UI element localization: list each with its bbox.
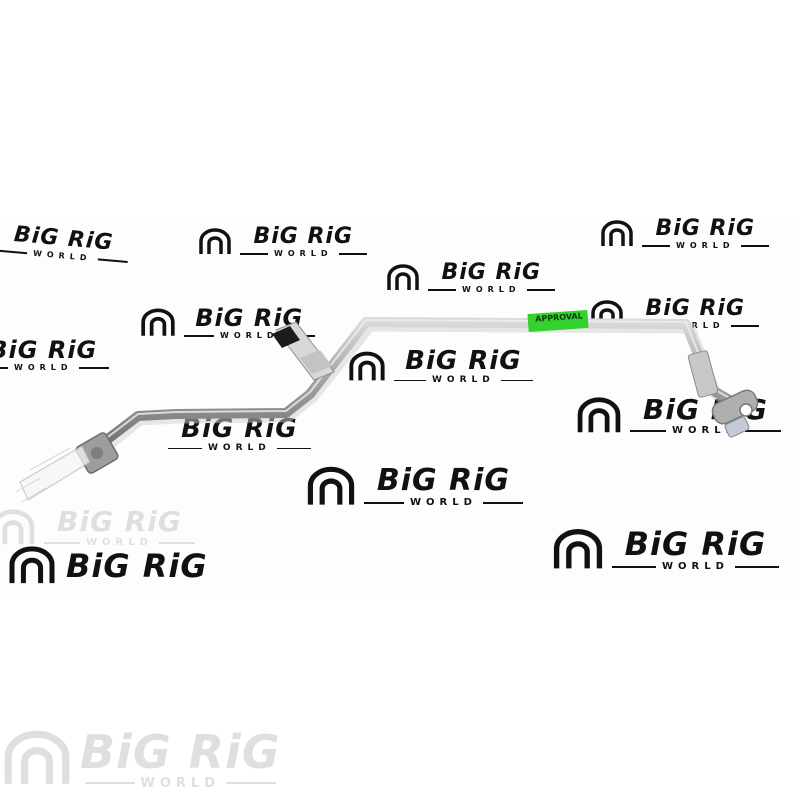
brand-logo-icon [553, 528, 603, 569]
right-fitting [687, 350, 759, 438]
photo-backdrop [0, 222, 800, 597]
brand-watermark: BiG RiG [6, 546, 208, 586]
brand-logo-icon [0, 509, 35, 545]
brand-logo-icon [349, 351, 385, 380]
brand-logo-icon [591, 300, 623, 326]
service-port-fitting [272, 321, 335, 381]
brand-logo-icon [141, 308, 175, 336]
brand-logo-icon [577, 397, 621, 433]
brand-logo-icon [387, 264, 419, 290]
brand-logo-icon [307, 466, 355, 505]
brand-logo-icon [4, 730, 70, 784]
brand-logo-icon [601, 220, 633, 246]
left-plastic-end [15, 445, 91, 503]
brand-logo-icon [199, 228, 231, 254]
brand-logo-icon [9, 546, 55, 584]
approval-tag [527, 309, 589, 333]
